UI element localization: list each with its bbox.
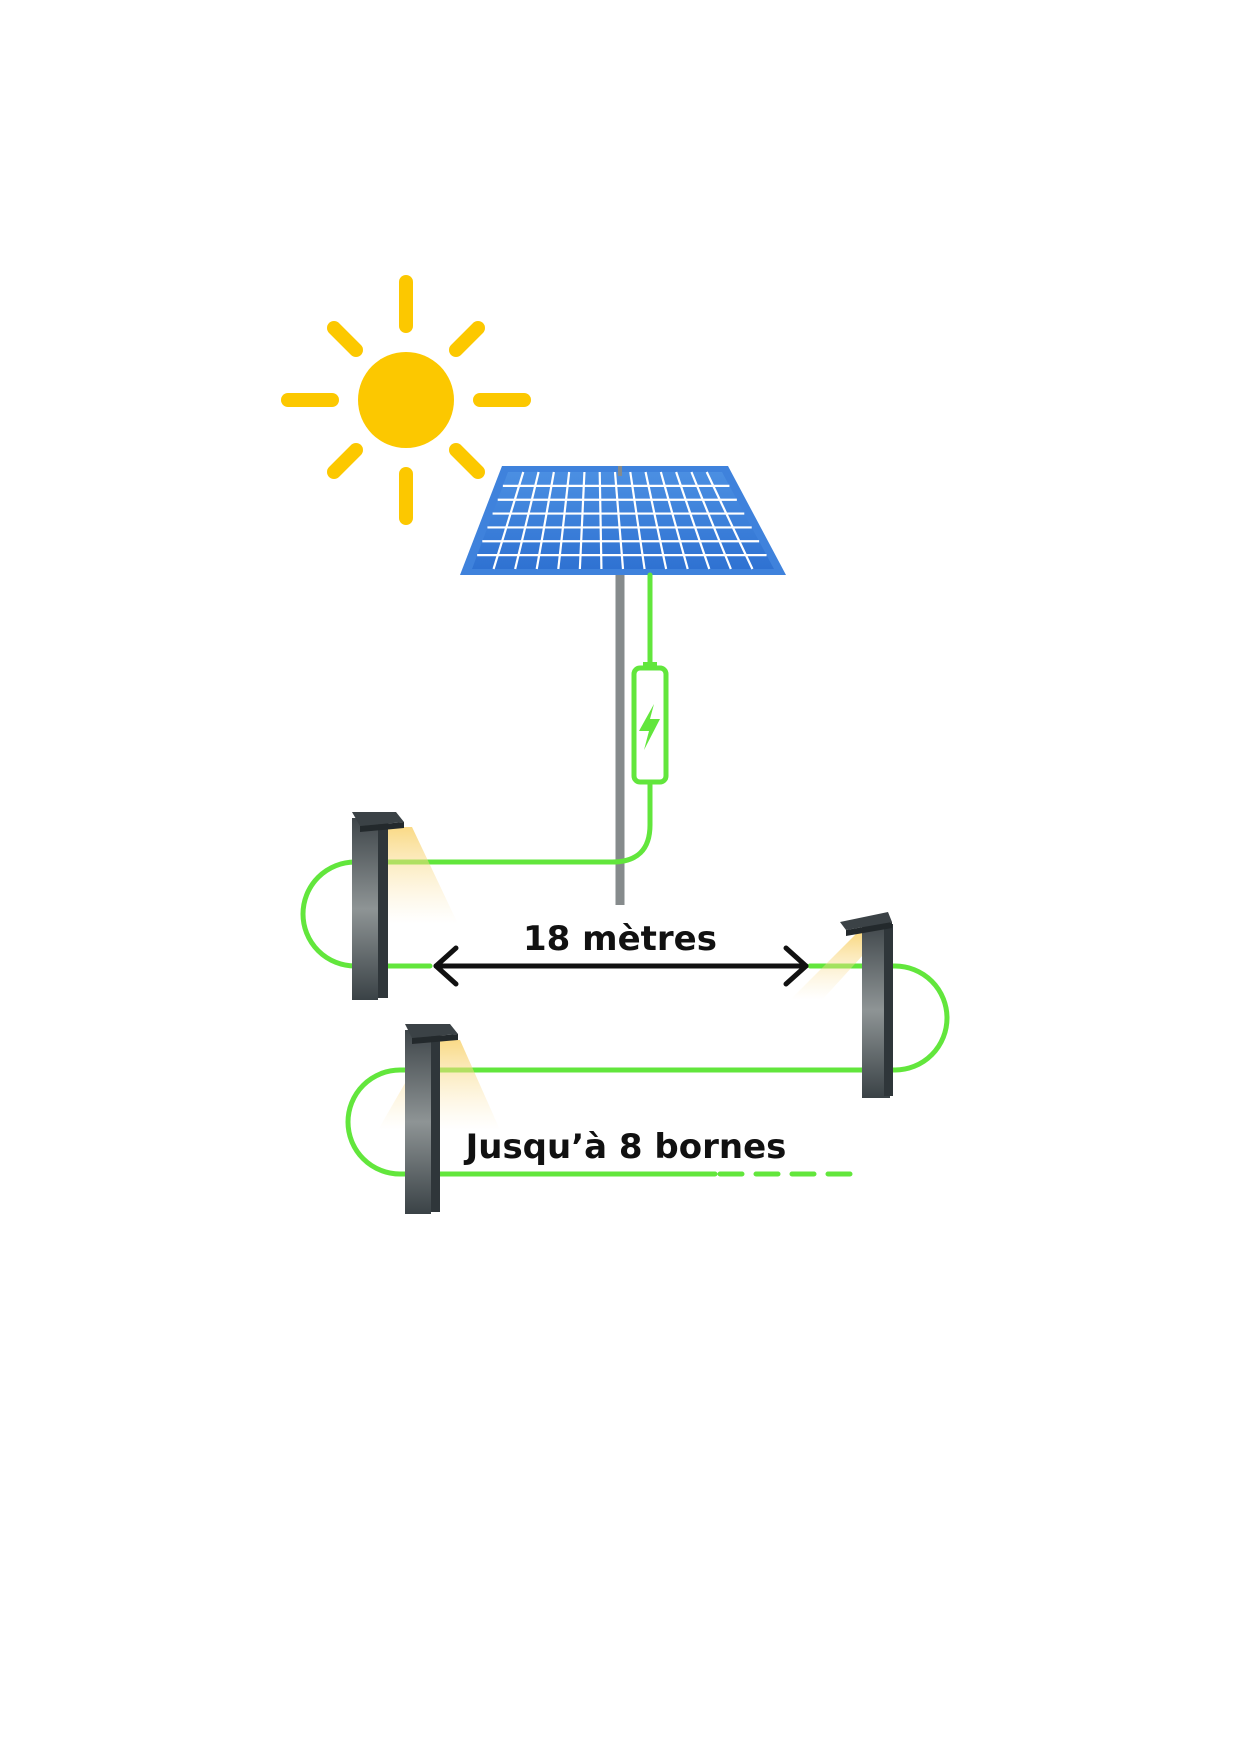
panel-grid-line	[535, 471, 555, 570]
count-label: Jusqu’à 8 bornes	[464, 1127, 787, 1167]
panel-grid-line	[675, 471, 711, 570]
bollard-lamp-icon	[352, 812, 458, 1000]
panel-grid-line	[557, 471, 571, 570]
panel-grid-line	[659, 471, 689, 570]
power-cable	[300, 572, 950, 1177]
double-arrow-icon	[433, 945, 809, 987]
panel-grid-line	[613, 471, 625, 570]
panel-grid-line	[705, 471, 754, 570]
panel-grid-line	[629, 471, 646, 570]
panel-grid-line	[578, 471, 586, 570]
solar-panel-icon	[460, 466, 786, 575]
bollard-lamp-icon	[378, 1024, 500, 1214]
panel-grid-line	[598, 471, 603, 570]
panel-grid-line	[690, 471, 732, 570]
panel-grid-line	[644, 471, 668, 570]
sun-icon	[281, 275, 531, 525]
panel-grid-line	[514, 471, 540, 570]
panel-grid-line	[492, 471, 525, 570]
battery-icon	[631, 662, 669, 785]
bollard-lamp-icon	[790, 912, 893, 1098]
distance-label: 18 mètres	[523, 919, 717, 959]
